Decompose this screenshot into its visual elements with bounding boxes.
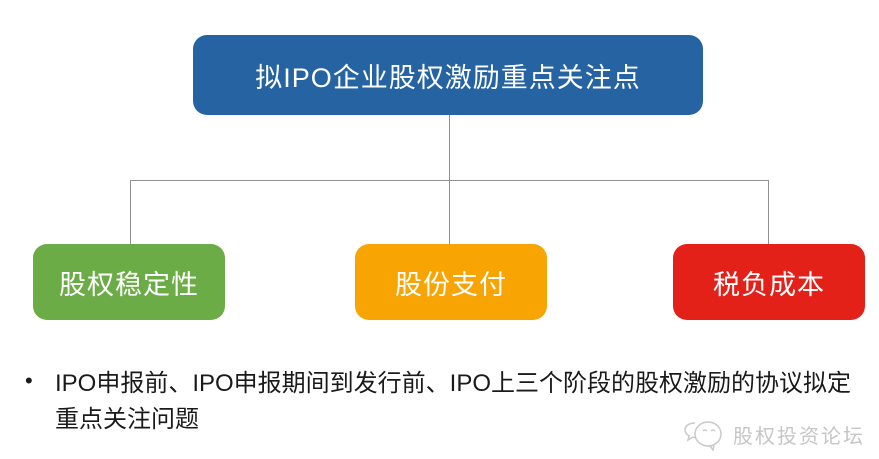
watermark-label: 股权投资论坛 [733, 425, 865, 448]
connector-root-drop [449, 115, 450, 180]
diagram-node-label: 股份支付 [395, 269, 507, 300]
chat-bubbles-icon [683, 417, 727, 451]
connector-drop-center [449, 180, 450, 244]
watermark: 股权投资论坛 [683, 417, 865, 451]
diagram-node-label: 税负成本 [713, 269, 825, 300]
diagram-root-node: 拟IPO企业股权激励重点关注点 [193, 35, 703, 115]
diagram-root-label: 拟IPO企业股权激励重点关注点 [255, 62, 641, 93]
diagram-node-tax-cost: 税负成本 [673, 244, 865, 320]
bullet-note-text: IPO申报前、IPO申报期间到发行前、IPO上三个阶段的股权激励的协议拟定重点关… [55, 370, 852, 433]
bullet-marker: • [25, 368, 33, 393]
connector-drop-right [768, 180, 769, 244]
diagram-node-equity-stability: 股权稳定性 [33, 244, 225, 320]
diagram-node-share-payment: 股份支付 [355, 244, 547, 320]
diagram-node-label: 股权稳定性 [59, 269, 199, 300]
connector-drop-left [130, 180, 131, 244]
